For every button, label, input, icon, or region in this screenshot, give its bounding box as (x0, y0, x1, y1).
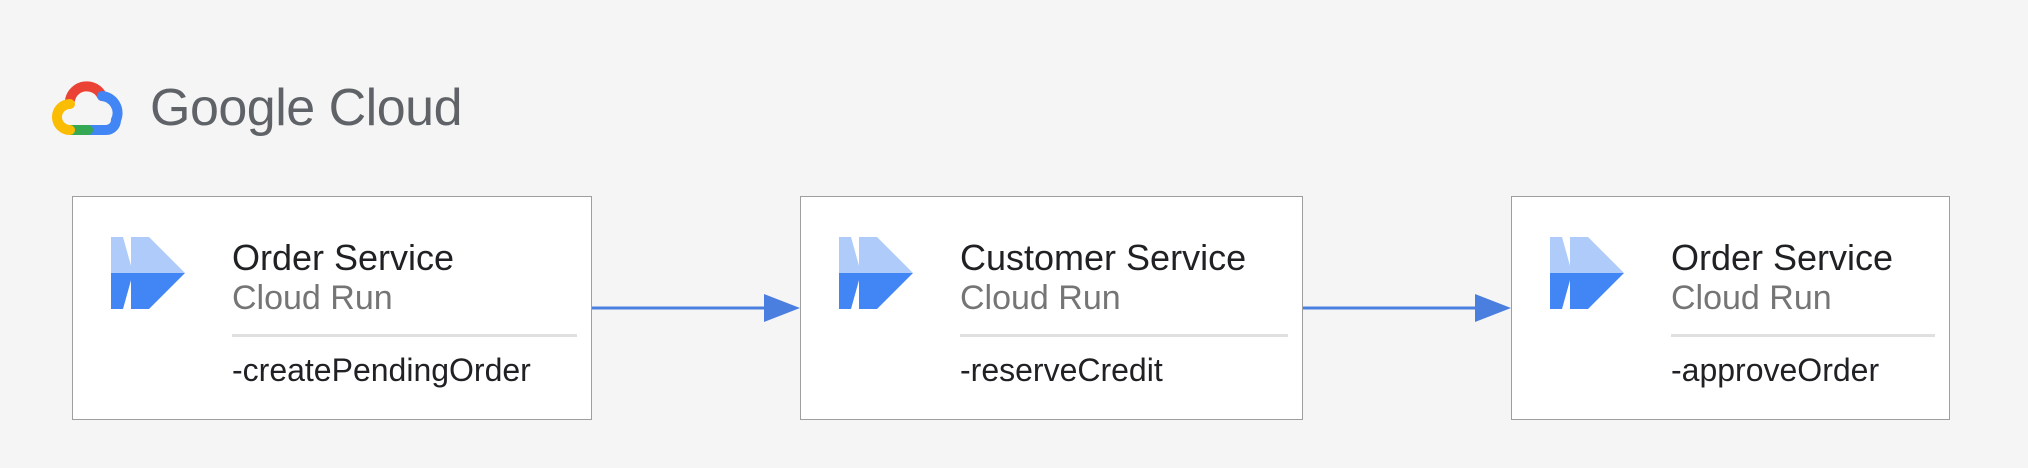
service-card-order-service[interactable]: Order Service Cloud Run -createPendingOr… (72, 196, 592, 420)
service-title: Customer Service (960, 237, 1247, 278)
cloud-run-icon (1550, 237, 1624, 309)
service-card-customer-service[interactable]: Customer Service Cloud Run -reserveCredi… (800, 196, 1303, 420)
service-title: Order Service (1671, 237, 1894, 278)
card-divider (232, 334, 577, 337)
service-card-order-service-approve[interactable]: Order Service Cloud Run -approveOrder (1511, 196, 1950, 420)
cloud-run-icon (111, 237, 185, 309)
service-subtitle: Cloud Run (960, 279, 1121, 317)
service-subtitle: Cloud Run (232, 279, 393, 317)
service-title: Order Service (232, 237, 455, 278)
google-cloud-logo-icon (52, 81, 123, 135)
service-method: -reserveCredit (960, 352, 1163, 388)
card-divider (960, 334, 1288, 337)
cloud-run-icon (839, 237, 913, 309)
brand-name: Google Cloud (150, 79, 463, 137)
service-subtitle: Cloud Run (1671, 279, 1832, 317)
arrow-order-to-customer (592, 294, 800, 322)
service-method: -approveOrder (1671, 352, 1880, 388)
google-cloud-logo: Google Cloud (48, 76, 463, 140)
card-divider (1671, 334, 1935, 337)
service-method: -createPendingOrder (232, 352, 531, 388)
arrow-customer-to-order (1303, 294, 1511, 322)
